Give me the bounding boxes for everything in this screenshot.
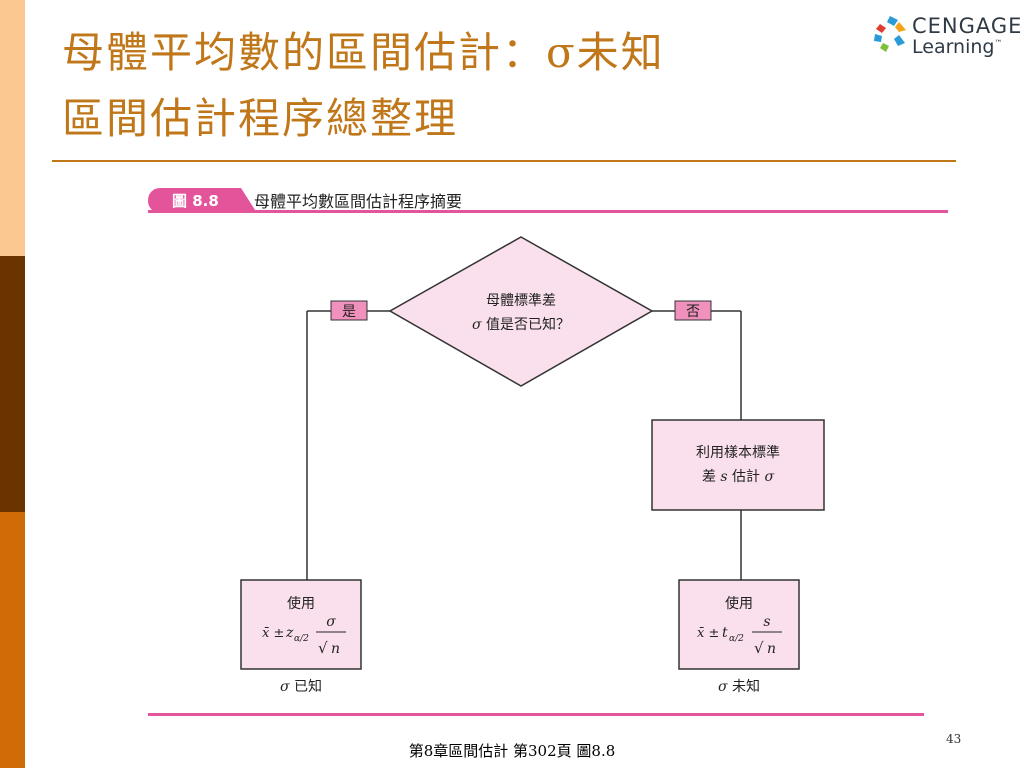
sigma-known-z: z <box>285 625 294 641</box>
figure-bottom-rule <box>148 713 924 716</box>
side-strip-dark <box>0 256 25 512</box>
sigma-unknown-numerator: s <box>763 614 770 630</box>
sigma-unknown-caption-symbol: σ <box>718 679 728 695</box>
estimate-box-line-1: 利用樣本標準 <box>696 444 780 461</box>
estimate-sigma-box <box>651 419 825 511</box>
logo-word-cengage: CENGAGE <box>912 14 1023 38</box>
estimate-box-s-symbol: s <box>720 469 727 485</box>
logo-word-learning: Learning™ <box>912 36 1003 58</box>
decision-diamond <box>388 236 654 387</box>
figure-header-rule <box>148 210 948 213</box>
sigma-unknown-box <box>678 579 800 670</box>
sigma-unknown-title: 使用 <box>725 595 753 612</box>
logo-word-learning-text: Learning <box>912 36 995 58</box>
title-divider <box>52 160 956 162</box>
sigma-unknown-caption-text: 未知 <box>728 678 760 695</box>
no-label-box <box>674 300 712 321</box>
estimate-box-text-b: 估計 <box>728 469 765 485</box>
sigma-unknown-radicand: n <box>767 641 776 657</box>
slide-title-line-2: 區間估計程序總整理 <box>62 94 459 143</box>
side-strip-mid <box>0 512 25 768</box>
sigma-known-box <box>240 579 362 670</box>
estimate-box-sigma-symbol: σ <box>764 469 774 485</box>
figure-tab <box>148 188 238 213</box>
sigma-known-numerator: σ <box>326 614 336 630</box>
sigma-known-radicand: n <box>331 641 340 657</box>
estimate-box-text-a: 差 <box>702 469 720 485</box>
side-strip-light <box>0 0 25 256</box>
sigma-known-lhs: x̄ ± <box>262 626 284 641</box>
sigma-unknown-t: t <box>722 625 728 641</box>
sigma-unknown-lhs: x̄ ± <box>697 626 719 641</box>
decision-sigma-symbol: σ <box>472 317 482 333</box>
yes-label-box <box>330 300 368 321</box>
cengage-logo: CENGAGE Learning™ <box>872 14 1021 60</box>
slide-footer: 第8章區間估計 第302頁 圖8.8 <box>408 742 616 760</box>
yes-label: 是 <box>342 304 356 320</box>
decision-text-line-2: σ 值是否已知？ <box>472 316 570 333</box>
sigma-known-radical: √ <box>318 639 328 657</box>
figure-caption: 母體平均數區間估計程序摘要 <box>254 192 463 211</box>
sigma-known-caption-text: 已知 <box>290 678 322 695</box>
sigma-known-z-subscript: α/2 <box>294 634 309 644</box>
decision-text-line-1: 母體標準差 <box>486 293 556 309</box>
sigma-known-title: 使用 <box>287 595 315 612</box>
sigma-known-caption-symbol: σ <box>280 679 290 695</box>
estimate-box-line-2: 差 s 估計 σ <box>702 469 775 485</box>
cengage-logo-mark-icon <box>874 16 906 52</box>
sigma-unknown-caption: σ 未知 <box>718 678 760 695</box>
figure-tab-arrow <box>237 188 255 210</box>
slide-title-line-1: 母體平均數的區間估計：σ未知 <box>62 28 665 77</box>
figure-tab-label: 圖 8.8 <box>172 192 219 210</box>
page-number: 43 <box>946 732 962 746</box>
no-label: 否 <box>686 304 700 320</box>
sigma-known-caption: σ 已知 <box>280 678 322 695</box>
logo-trademark: ™ <box>994 38 1003 48</box>
decision-text-question: 值是否已知？ <box>482 316 570 333</box>
sigma-unknown-radical: √ <box>754 639 764 657</box>
sigma-unknown-t-subscript: α/2 <box>729 634 744 644</box>
